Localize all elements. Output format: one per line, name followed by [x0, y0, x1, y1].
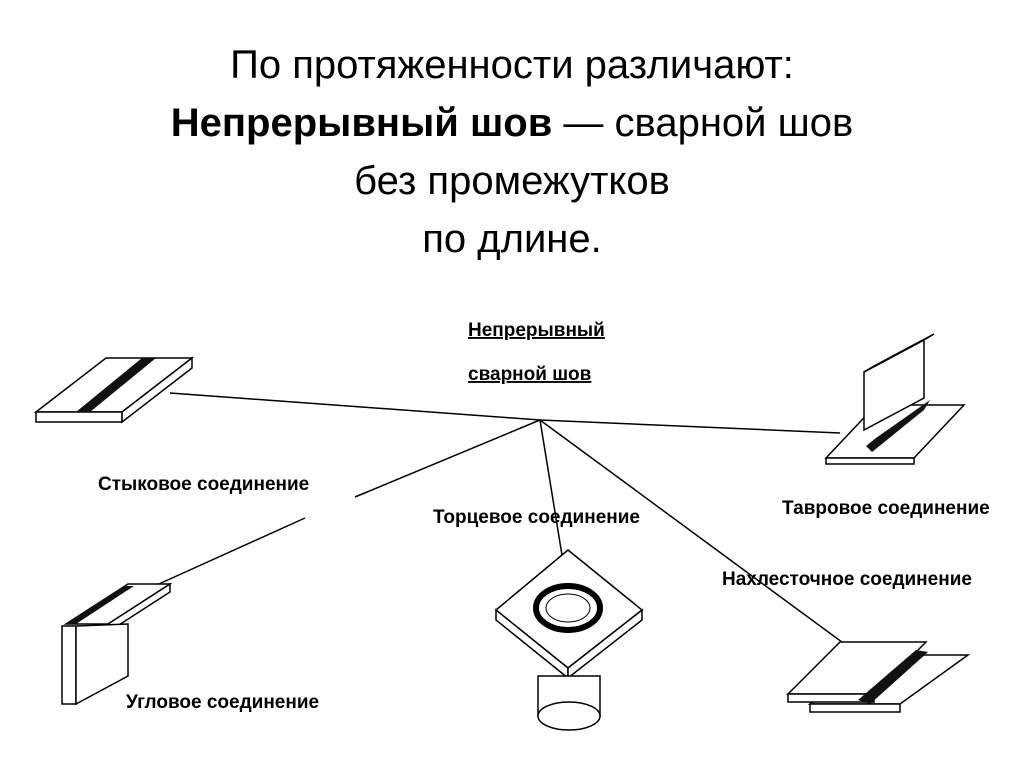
title-line-2: Непрерывный шов — сварной шов	[0, 94, 1024, 152]
title-bold-term: Непрерывный шов	[170, 101, 553, 145]
tee-joint-illustration	[824, 333, 966, 465]
title-line-4: по длине.	[422, 217, 602, 261]
label-lap-joint: Нахлесточное соединение	[722, 569, 972, 590]
corner-joint-illustration	[61, 582, 173, 706]
connector-lap	[539, 419, 851, 649]
label-tee-joint: Тавровое соединение	[782, 498, 990, 519]
butt-joint-illustration	[33, 356, 195, 424]
title-line-3: без промежутков	[354, 159, 670, 203]
label-corner-joint: Угловое соединение	[126, 692, 319, 713]
center-label-line-2: сварной шов	[468, 364, 591, 385]
label-butt-joint: Стыковое соединение	[98, 474, 309, 495]
label-end-joint: Торцевое соединение	[433, 507, 640, 528]
connector-tee	[539, 419, 841, 434]
connector-lines	[149, 392, 851, 649]
connector-segment-a	[354, 419, 541, 498]
title-line-1: По протяженности различают:	[230, 43, 794, 87]
slide-title: По протяженности различают: Непрерывный …	[0, 36, 1024, 268]
end-joint-illustration	[494, 549, 644, 731]
title-line-2-rest: — сварной шов	[552, 101, 854, 145]
center-label-line-1: Непрерывный	[468, 320, 605, 341]
lap-joint-illustration	[786, 641, 971, 713]
connector-corner	[149, 517, 306, 589]
connector-butt	[169, 392, 541, 421]
